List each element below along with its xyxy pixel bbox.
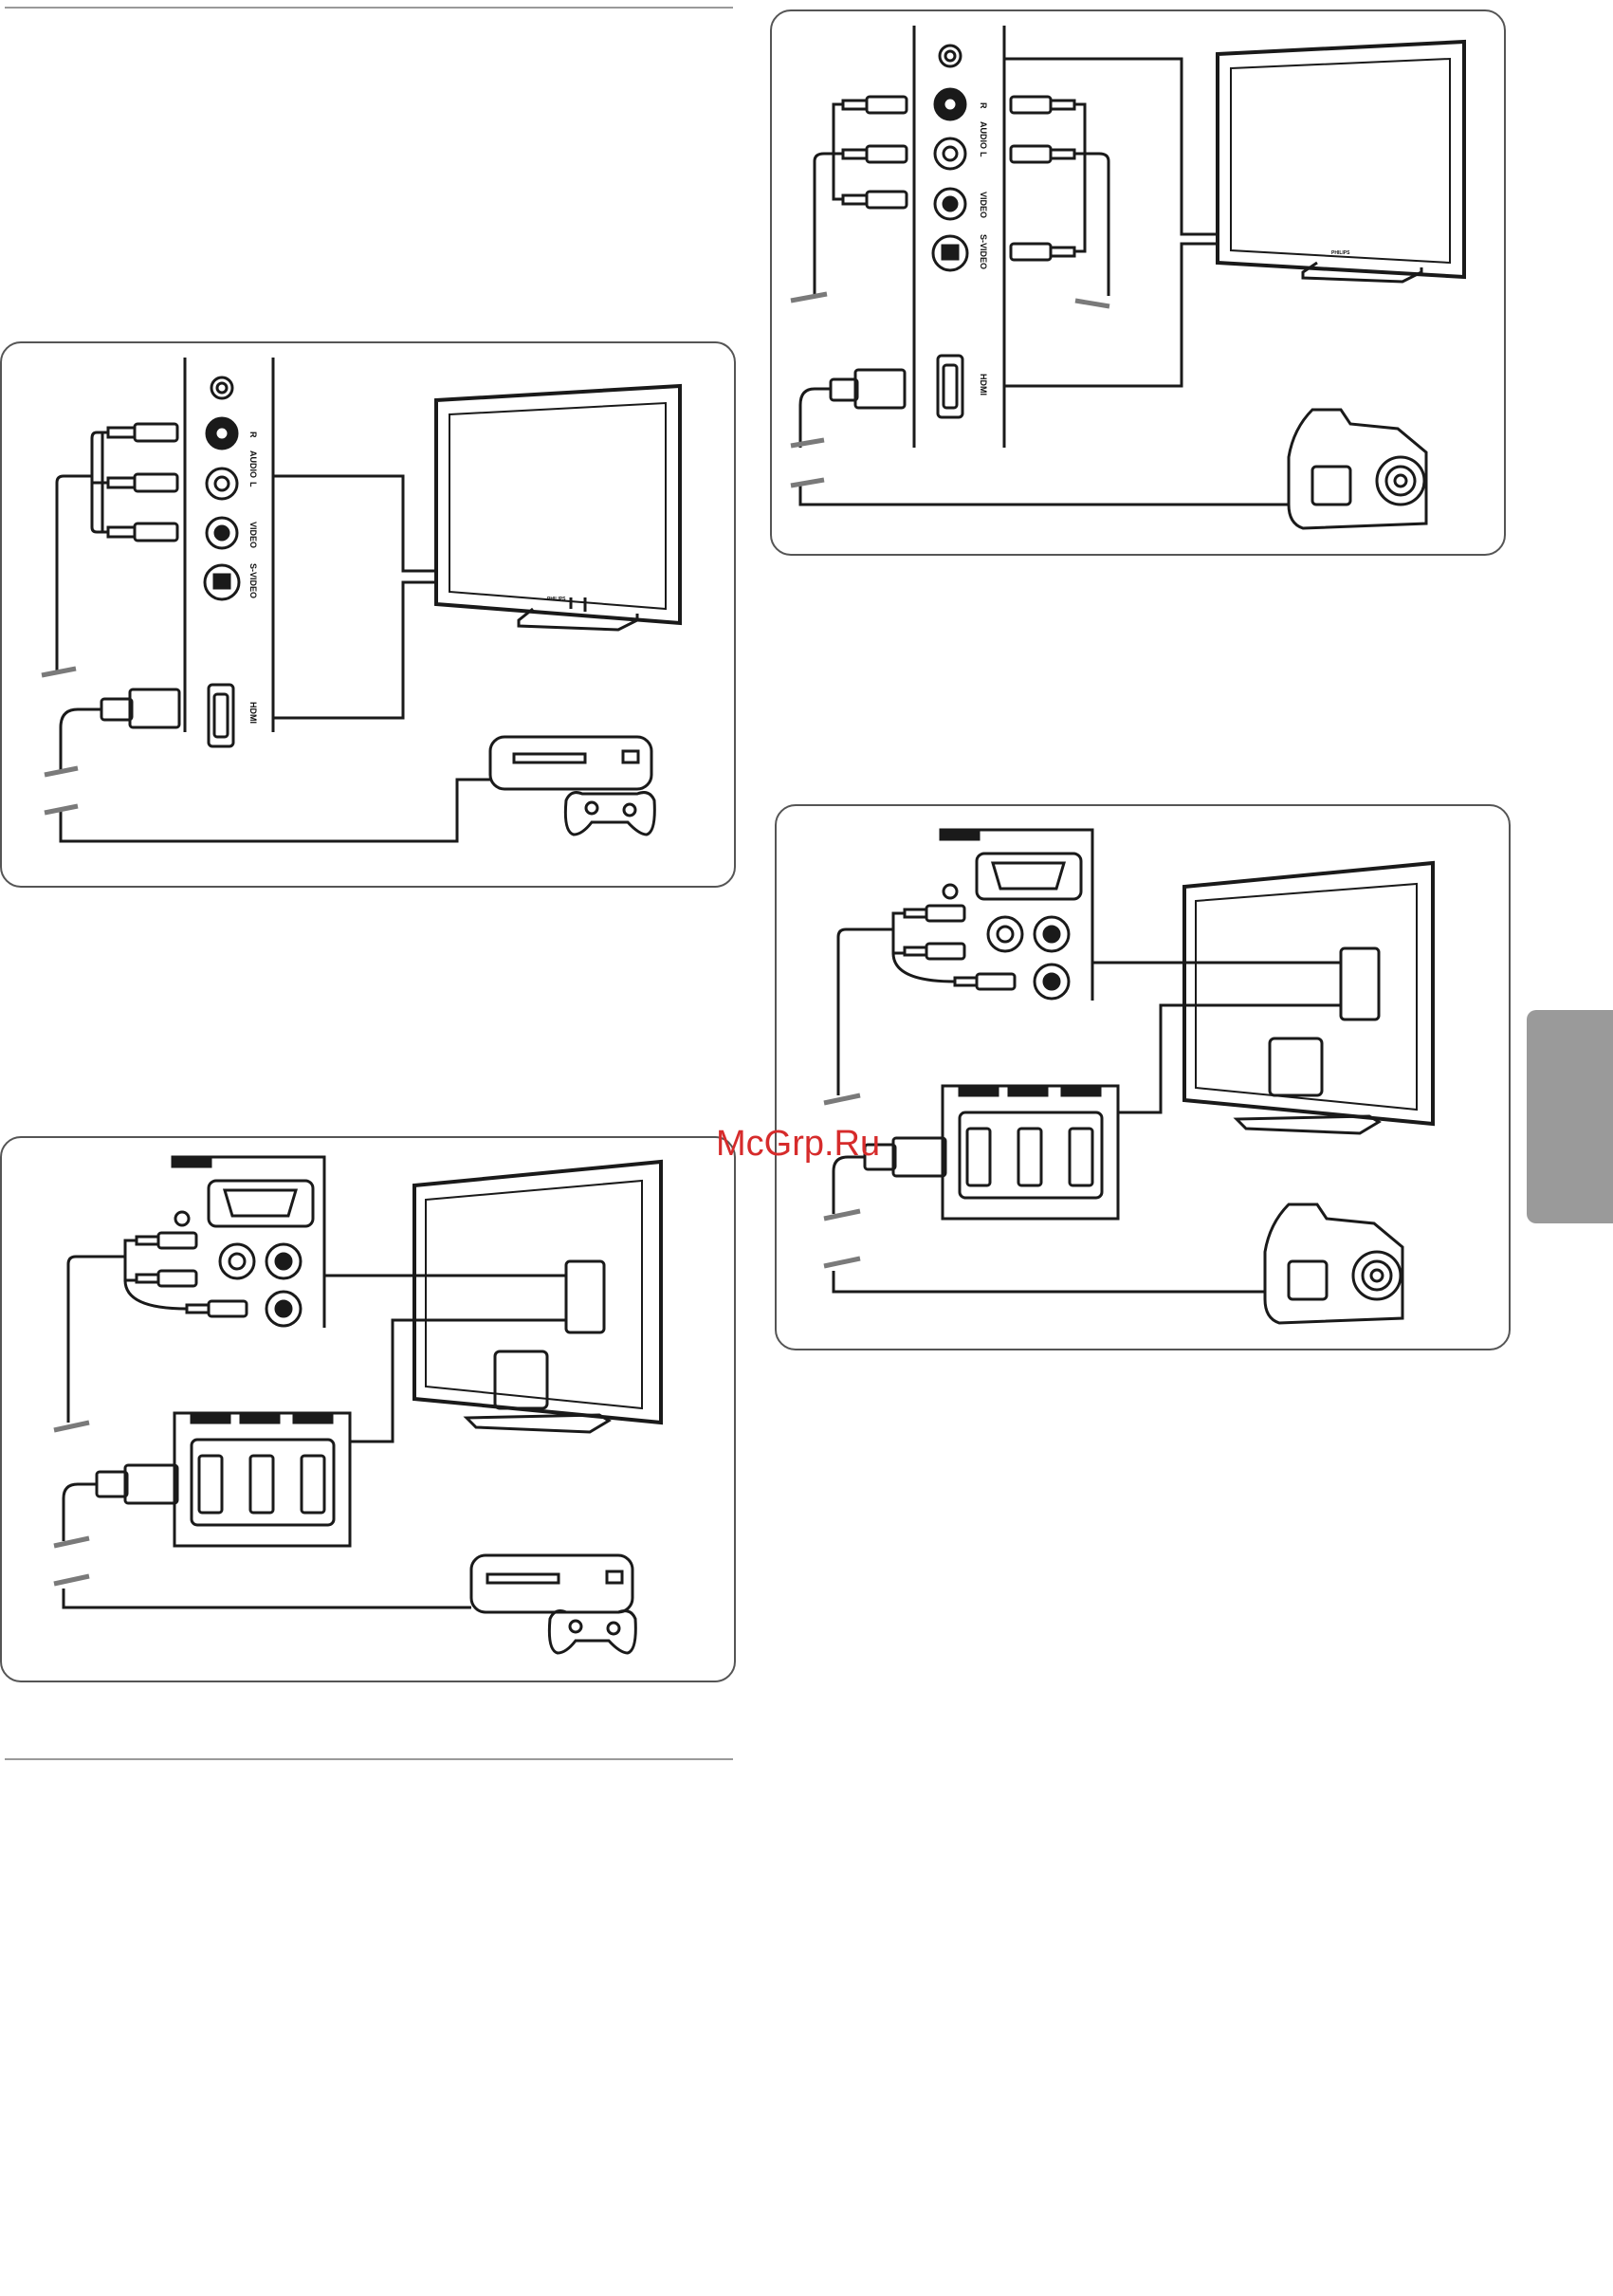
tv-brand: PHILIPS xyxy=(547,597,566,602)
diagram-rear-camcorder xyxy=(775,804,1511,1350)
label-audio-r: R xyxy=(248,432,258,438)
connection-diagram-svg xyxy=(777,806,1509,1349)
diagram-rear-game-console xyxy=(0,1136,736,1682)
tv-brand: PHILIPS xyxy=(1331,250,1350,256)
label-audio-r: R xyxy=(979,102,988,109)
connection-diagram-svg: R AUDIO L VIDEO S-VIDEO HDMI PHILIPS xyxy=(2,343,734,886)
label-hdmi: HDMI xyxy=(979,374,988,395)
chapter-tab xyxy=(1527,1010,1613,1223)
label-s-video: S-VIDEO xyxy=(248,563,258,598)
top-rule xyxy=(5,7,733,9)
label-hdmi: HDMI xyxy=(248,702,258,724)
label-audio: AUDIO xyxy=(979,121,988,149)
connection-diagram-svg: R AUDIO L VIDEO S-VIDEO HDMI PHILIPS xyxy=(772,11,1504,554)
label-video: VIDEO xyxy=(979,192,988,218)
bottom-rule xyxy=(5,1758,733,1760)
label-audio-l: L xyxy=(248,482,258,487)
diagram-side-game-console: R AUDIO L VIDEO S-VIDEO HDMI PHILIPS xyxy=(0,341,736,888)
label-audio-l: L xyxy=(979,152,988,157)
diagram-side-camcorder: R AUDIO L VIDEO S-VIDEO HDMI PHILIPS xyxy=(770,9,1506,556)
watermark: McGrp.Ru xyxy=(716,1124,880,1165)
label-audio: AUDIO xyxy=(248,450,258,478)
label-s-video: S-VIDEO xyxy=(979,234,988,269)
label-video: VIDEO xyxy=(248,522,258,548)
connection-diagram-svg xyxy=(2,1138,734,1681)
